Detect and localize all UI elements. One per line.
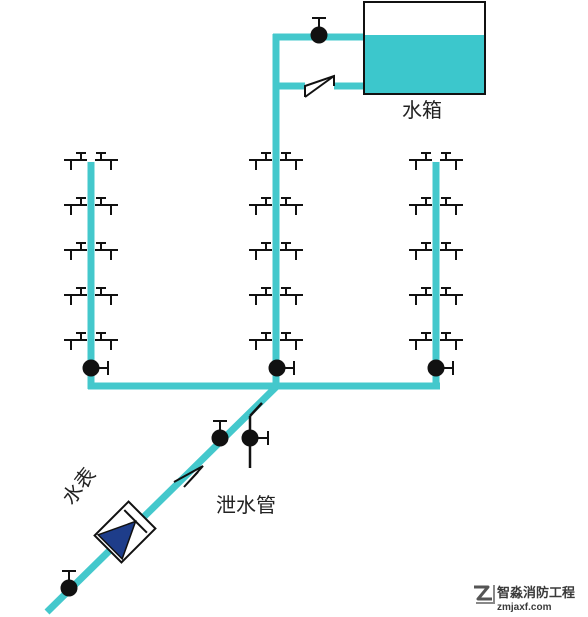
inlet-pipe (44, 384, 279, 615)
faucet-icon (64, 197, 87, 215)
faucet-icon (95, 287, 118, 305)
faucet-icon (249, 197, 272, 215)
faucet-icon (280, 287, 303, 305)
faucet-icon (440, 287, 463, 305)
water-meter-icon (93, 500, 157, 564)
faucet-icon (409, 152, 432, 170)
check-valve-icon (304, 74, 335, 98)
faucet-icon (64, 152, 87, 170)
drain-pipe (241, 402, 269, 468)
tank-water (364, 35, 485, 93)
faucet-group (64, 152, 463, 350)
faucet-icon (409, 197, 432, 215)
faucet-icon (95, 152, 118, 170)
check-valve-icon (173, 465, 204, 488)
valve-icon (268, 359, 295, 377)
faucet-icon (440, 152, 463, 170)
faucet-icon (440, 197, 463, 215)
faucet-icon (280, 197, 303, 215)
faucet-icon (280, 332, 303, 350)
drain-label: 泄水管 (216, 493, 276, 517)
faucet-icon (440, 332, 463, 350)
valve-icon (82, 359, 109, 377)
watermark: 智淼消防工程 zmjaxf.com (474, 585, 575, 613)
water-tank (363, 1, 486, 95)
faucet-icon (64, 242, 87, 260)
faucet-icon (409, 332, 432, 350)
faucet-icon (249, 152, 272, 170)
faucet-icon (249, 287, 272, 305)
faucet-icon (409, 287, 432, 305)
meter-label: 水表 (57, 463, 101, 509)
faucet-icon (409, 242, 432, 260)
faucet-icon (280, 152, 303, 170)
valve-group (60, 17, 454, 597)
valve-icon (310, 17, 328, 44)
tank-outline (363, 1, 486, 95)
faucet-icon (249, 242, 272, 260)
faucet-icon (64, 332, 87, 350)
valve-icon (427, 359, 454, 377)
faucet-icon (95, 197, 118, 215)
faucet-icon (440, 242, 463, 260)
tank-label: 水箱 (402, 98, 442, 122)
valve-icon (60, 570, 78, 597)
faucet-icon (95, 242, 118, 260)
zmj-logo-icon (474, 585, 495, 604)
faucet-icon (280, 242, 303, 260)
faucet-icon (249, 332, 272, 350)
faucet-icon (95, 332, 118, 350)
watermark-name: 智淼消防工程 (497, 585, 575, 600)
valve-icon (211, 420, 229, 447)
watermark-site: zmjaxf.com (497, 602, 552, 613)
faucet-icon (64, 287, 87, 305)
